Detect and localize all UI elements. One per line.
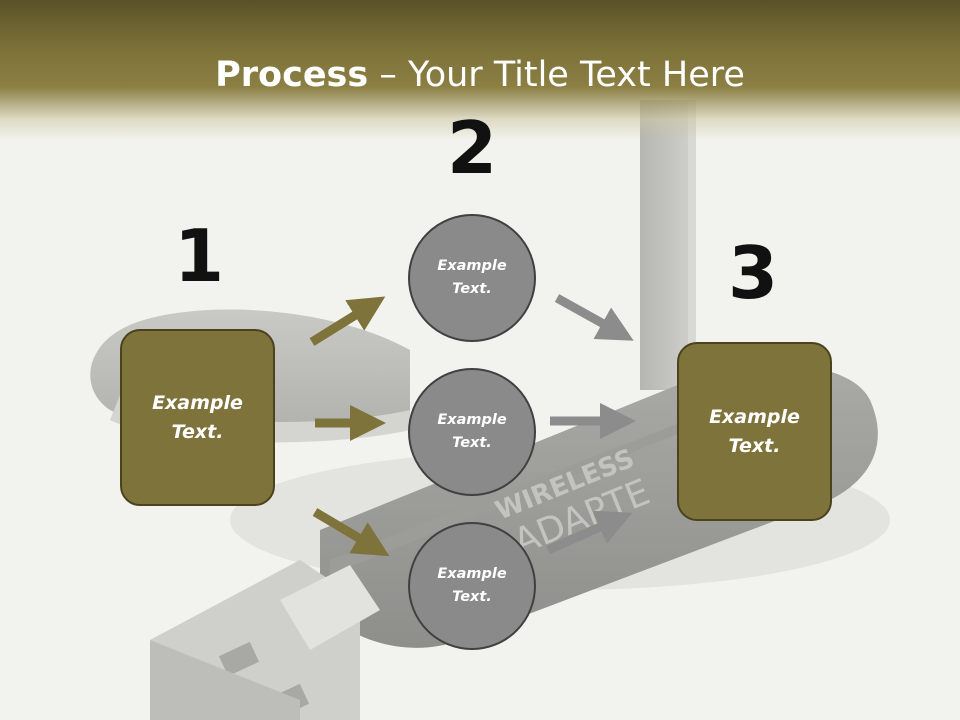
step-box-3: Example Text.	[677, 342, 832, 521]
step-box-1: Example Text.	[120, 329, 275, 506]
step-number-2: 2	[446, 106, 498, 190]
title-bar	[0, 0, 960, 140]
process-circle-2: Example Text.	[408, 368, 536, 496]
arrow-from-circle-1	[554, 294, 634, 341]
title-dash: –	[368, 55, 408, 95]
process-circle-3: Example Text.	[408, 522, 536, 650]
step-box-1-label: Example Text.	[152, 391, 243, 443]
title-bold: Process	[215, 55, 369, 95]
arrow-from-circle-3	[546, 510, 633, 555]
arrow-to-circle-1	[309, 296, 386, 346]
step-number-3: 3	[727, 231, 779, 315]
step-box-3-label: Example Text.	[709, 405, 800, 457]
slide-title: Process – Your Title Text Here	[0, 52, 960, 98]
title-rest: Your Title Text Here	[407, 55, 745, 95]
step-number-1: 1	[173, 214, 225, 298]
process-circle-1: Example Text.	[408, 214, 536, 342]
arrow-to-circle-3	[312, 508, 390, 557]
process-circle-2-label: Example Text.	[437, 412, 507, 451]
process-circle-3-label: Example Text.	[437, 566, 507, 605]
process-circle-1-label: Example Text.	[437, 258, 507, 297]
